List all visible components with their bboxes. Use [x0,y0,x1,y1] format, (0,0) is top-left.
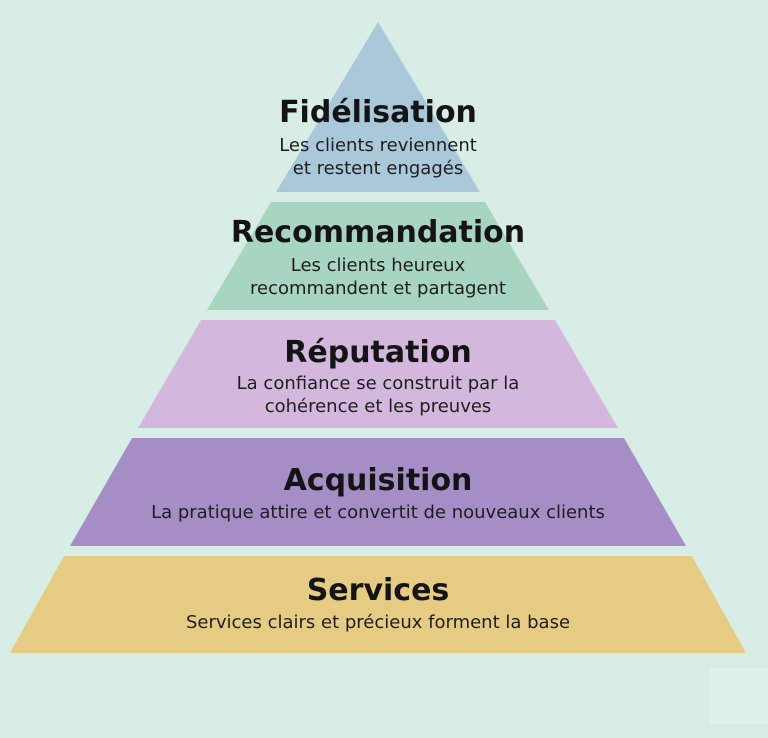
tier-reputation-title: Réputation [284,335,471,370]
tier-fidelisation-title: Fidélisation [279,95,477,130]
tier-services-title: Services [307,573,450,608]
tier-recommandation-shape [207,202,549,310]
tier-recommandation-title: Recommandation [231,215,525,250]
tier-reputation: Réputation La confiance se construit par… [138,320,618,428]
tier-acquisition-title: Acquisition [284,463,473,498]
tier-reputation-shape [138,320,618,428]
tier-recommandation: Recommandation Les clients heureux recom… [207,202,549,310]
tier-reputation-desc-line-1: La confiance se construit par la [237,373,520,394]
tier-fidelisation: Fidélisation Les clients reviennent et r… [276,22,480,192]
tier-reputation-desc-line-2: cohérence et les preuves [265,396,492,417]
corner-patch [710,668,768,724]
tier-acquisition-desc-line-1: La pratique attire et convertit de nouve… [151,502,605,523]
tier-acquisition: Acquisition La pratique attire et conver… [70,438,686,546]
tier-recommandation-desc-line-2: recommandent et partagent [250,278,506,299]
tier-services: Services Services clairs et précieux for… [10,556,746,653]
tier-fidelisation-shape [276,22,480,192]
tier-acquisition-shape [70,438,686,546]
tier-recommandation-desc-line-1: Les clients heureux [291,255,466,276]
tier-fidelisation-desc-line-1: Les clients reviennent [279,135,477,156]
tier-services-desc-line-1: Services clairs et précieux forment la b… [186,612,570,633]
tier-fidelisation-desc-line-2: et restent engagés [293,158,463,179]
tier-services-shape [10,556,746,653]
